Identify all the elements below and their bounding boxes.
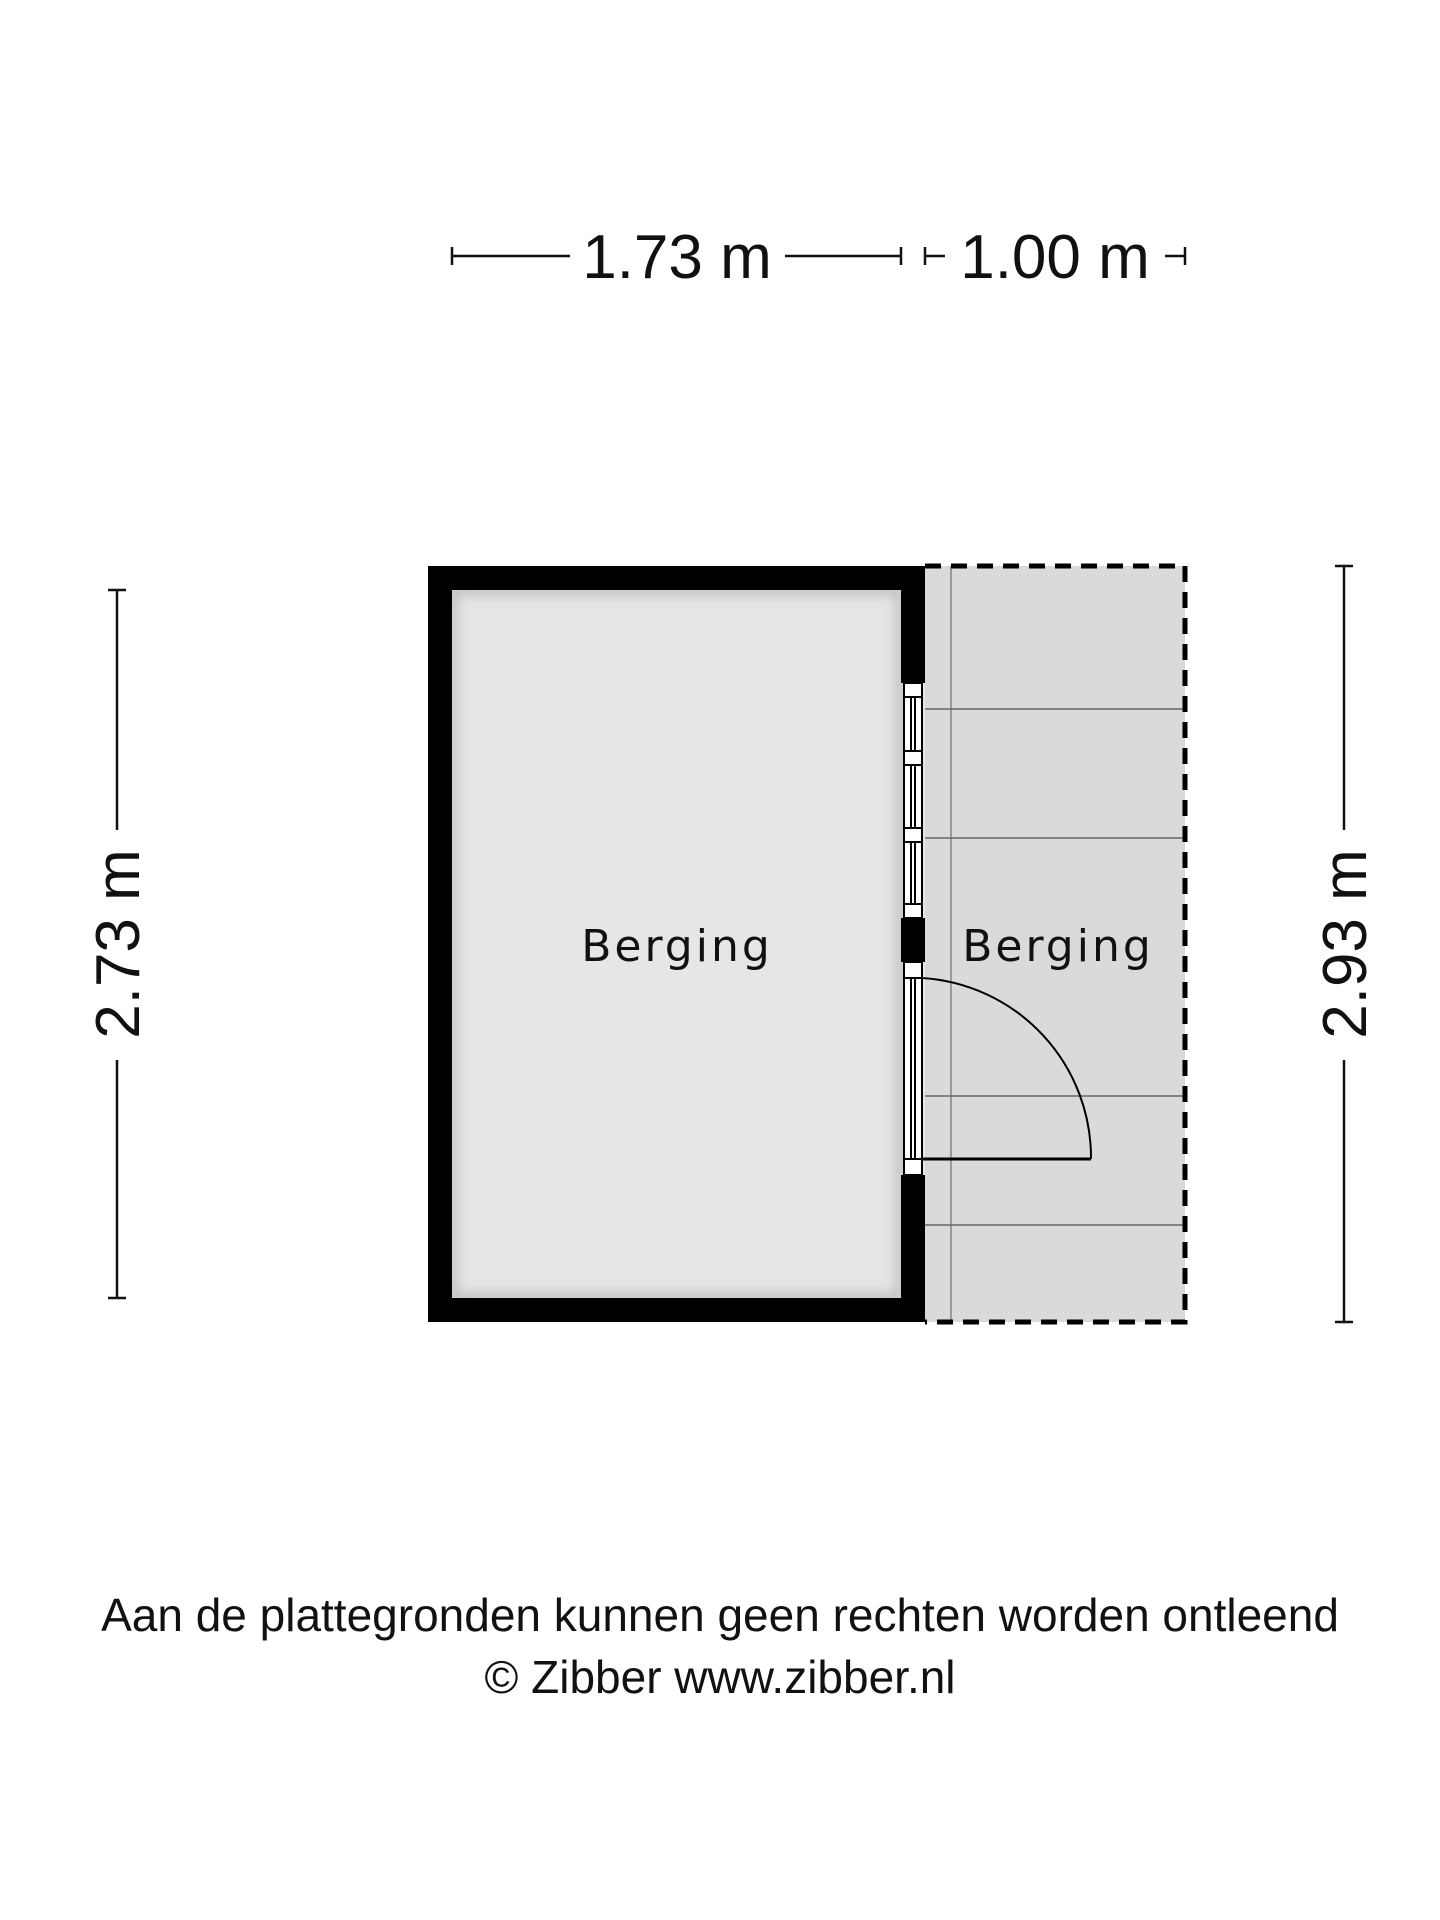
copyright-text: © Zibber www.zibber.nl (484, 1651, 956, 1703)
room-label-main: Berging (581, 921, 773, 972)
window-mullion (903, 750, 923, 766)
door-swing-arc (921, 977, 1093, 1160)
window-mullion (903, 827, 923, 843)
side-area-dashed-border (925, 563, 1188, 1325)
main-room-fill (428, 566, 925, 1322)
dimension-right (1335, 564, 1353, 1324)
window-frame (903, 682, 923, 919)
dim-label-top-left: 1.73 m (582, 223, 772, 292)
dim-label-left: 2.73 m (84, 849, 153, 1039)
disclaimer-text: Aan de plattegronden kunnen geen rechten… (101, 1589, 1339, 1641)
wall-bottom (428, 1298, 925, 1322)
wall-right-bottom (901, 1175, 925, 1322)
door-frame-cap (903, 961, 923, 979)
window-mullion (903, 682, 923, 698)
dimension-left (108, 588, 126, 1300)
door-frame (903, 961, 923, 1176)
wall-left (428, 566, 452, 1322)
dimension-top (450, 247, 1187, 265)
wall-top (428, 566, 925, 590)
dim-label-right: 2.93 m (1311, 849, 1380, 1039)
dim-label-top-right: 1.00 m (960, 223, 1150, 292)
window (903, 682, 923, 919)
room-label-side: Berging (962, 921, 1154, 972)
wall-right-mid (901, 918, 925, 962)
wall-right-top (901, 566, 925, 683)
door-frame-cap (903, 1158, 923, 1176)
window-mullion (903, 903, 923, 919)
main-room (428, 566, 925, 1322)
door (903, 961, 1093, 1176)
side-area-fill (925, 566, 1185, 1322)
side-area (925, 563, 1188, 1325)
